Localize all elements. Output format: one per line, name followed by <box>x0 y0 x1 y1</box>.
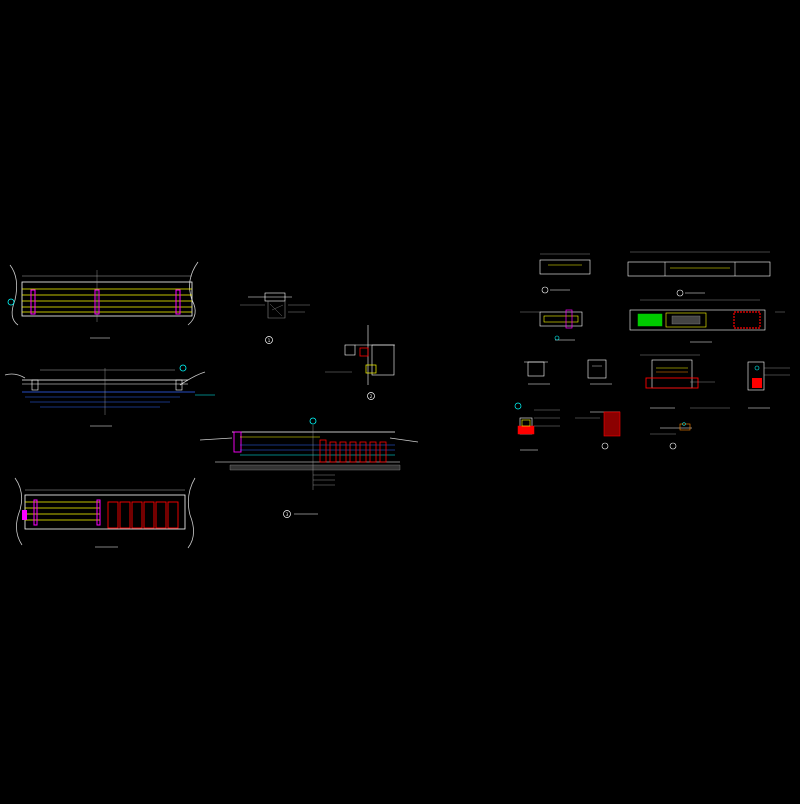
ground-hatch <box>229 464 401 471</box>
red-frame <box>733 311 761 329</box>
circled-number-marker <box>676 289 684 297</box>
detail-junction: 2 <box>325 325 395 400</box>
section-marker-icon <box>514 402 522 410</box>
anchor-marker <box>22 510 27 520</box>
detail-top-center: 1 <box>240 292 310 344</box>
plan-view-top <box>7 261 199 339</box>
section-marker-icon <box>7 298 15 306</box>
detail-right-8 <box>747 361 790 409</box>
detail-right-7 <box>640 354 730 409</box>
detail-right-5 <box>524 361 550 385</box>
marker-label: 1 <box>268 338 271 343</box>
detail-right-1 <box>539 253 591 294</box>
svg-text:2: 2 <box>370 394 373 399</box>
section-marker-icon <box>309 417 317 425</box>
circled-number-marker <box>283 510 291 518</box>
deck-outline <box>21 281 193 317</box>
circled-number-marker <box>541 286 549 294</box>
circled-number-marker <box>265 336 273 344</box>
pier-marker <box>30 289 36 315</box>
plan-view-bottom <box>14 477 196 549</box>
circled-number-marker <box>367 392 375 400</box>
red-column-group <box>319 439 387 463</box>
detail-right-3 <box>520 309 583 341</box>
circled-number-marker <box>669 442 677 450</box>
green-fill-zone <box>637 313 663 327</box>
detail-right-10 <box>575 411 621 450</box>
detail-right-2 <box>627 251 771 297</box>
detail-right-9 <box>514 402 560 451</box>
red-block <box>752 378 762 388</box>
elevation-view <box>4 364 215 427</box>
svg-text:3: 3 <box>286 512 289 517</box>
bank-line-left <box>9 264 19 326</box>
detail-right-6 <box>587 359 612 385</box>
section-view-center: 3 <box>199 417 419 518</box>
circled-number-marker <box>601 442 609 450</box>
section-marker-icon <box>179 364 187 372</box>
red-panel-group <box>107 501 179 529</box>
pier-marker <box>175 289 181 315</box>
detail-right-11 <box>650 422 692 450</box>
detail-right-4 <box>629 299 785 343</box>
